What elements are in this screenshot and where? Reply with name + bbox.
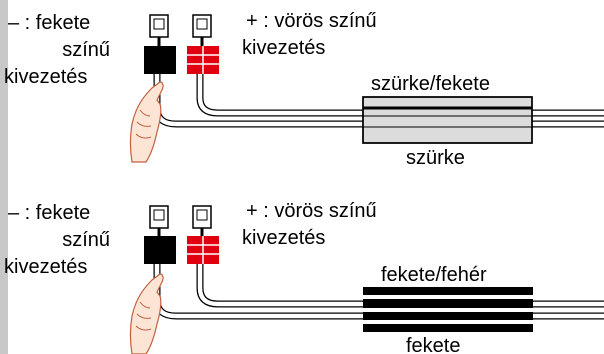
minus-label-line2: színű — [62, 39, 110, 61]
minus-terminal — [144, 46, 176, 74]
wire-top-label: fekete/fehér — [381, 264, 487, 286]
socket-minus — [149, 205, 169, 236]
minus-label-line3: kivezetés — [4, 256, 87, 278]
minus-terminal — [144, 236, 176, 264]
plus-label: + : vörös színű — [246, 200, 377, 222]
panel-grey-cable: – : fekete színű kivezetés + : vörös szí… — [4, 10, 604, 169]
plus-terminal — [187, 46, 219, 74]
socket-minus — [149, 14, 169, 46]
panel-black-cable: – : fekete színű kivezetés + : vörös szí… — [4, 200, 604, 354]
minus-label-line2: színű — [62, 229, 110, 251]
hand-icon — [129, 273, 164, 354]
minus-label-line3: kivezetés — [4, 66, 87, 88]
socket-plus — [192, 205, 212, 236]
plus-label: + : vörös színű — [246, 10, 377, 32]
grey-cable-sleeve — [362, 96, 533, 144]
minus-label: – : fekete — [8, 202, 90, 224]
left-strip — [0, 0, 8, 354]
socket-plus — [192, 14, 212, 46]
hand-icon — [129, 81, 164, 163]
black-white-cable — [363, 287, 533, 332]
plus-label-line2: kivezetés — [242, 227, 325, 249]
wire-top-label: szürke/fekete — [371, 73, 490, 95]
wire-bottom-label: fekete — [406, 335, 460, 354]
plus-terminal — [187, 236, 219, 264]
wire-bottom-label: szürke — [406, 147, 465, 169]
plus-label-line2: kivezetés — [242, 37, 325, 59]
minus-label: – : fekete — [8, 12, 90, 34]
